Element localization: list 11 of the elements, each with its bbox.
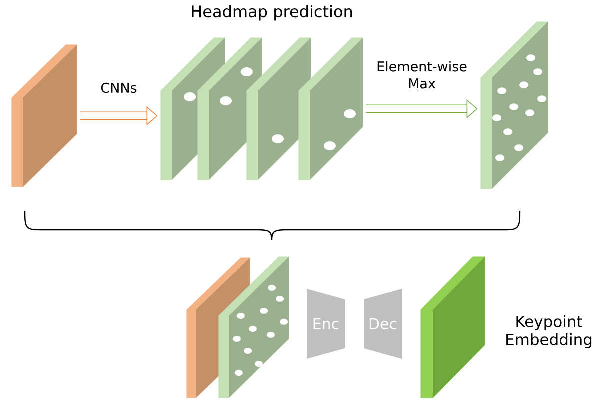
slab-drawing [12, 44, 78, 188]
feature-map-drawing [218, 256, 290, 398]
feature-map-drawing [480, 22, 548, 190]
trapezoid-block: Dec [364, 289, 402, 359]
node-label: Keypoint Embedding [506, 316, 592, 348]
slab-drawing [420, 256, 486, 398]
edge-label: Element-wise Max [378, 61, 467, 89]
feature-map-drawing [298, 38, 364, 180]
trapezoid-block: Enc [307, 289, 345, 359]
edge-label: CNNs [101, 82, 137, 94]
title: Headmap prediction [192, 5, 352, 21]
